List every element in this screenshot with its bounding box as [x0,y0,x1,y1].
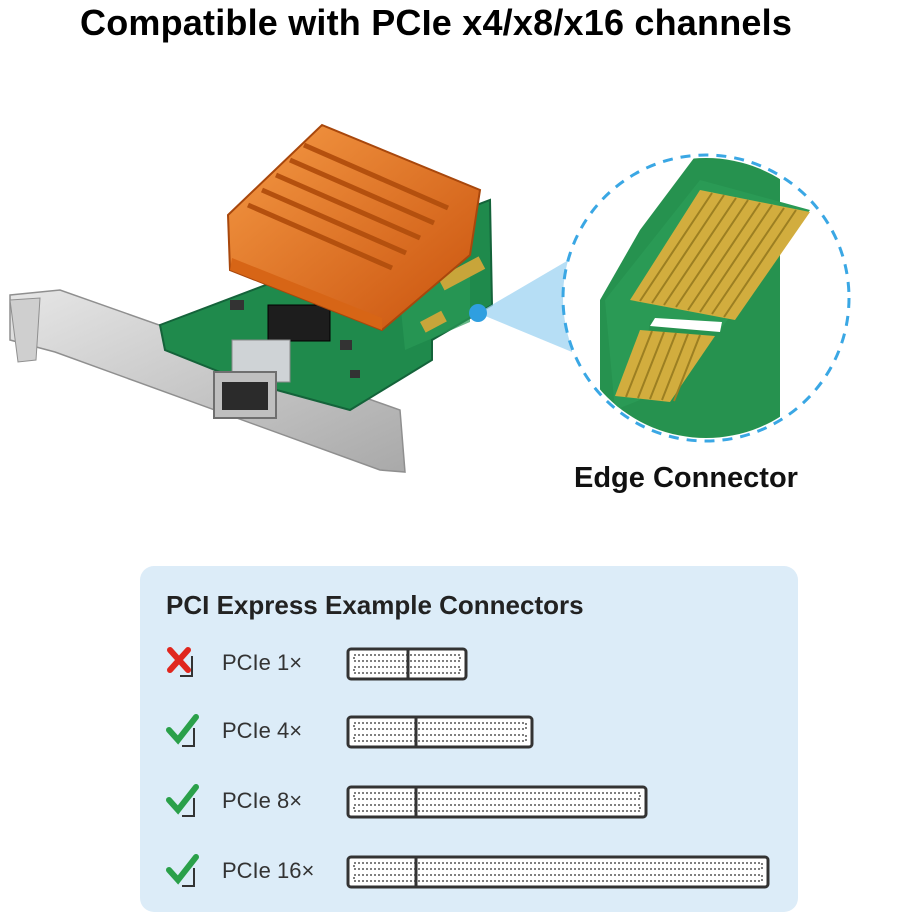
check-icon [166,784,199,817]
row-pcie-8x: PCIe 8× [140,780,798,824]
slot-16x [346,855,770,889]
headline: Compatible with PCIe x4/x8/x16 channels [80,2,793,43]
cross-icon [167,647,193,677]
row-pcie-1x: PCIe 1× [140,642,798,686]
edge-connector-label: Edge Connector [574,462,798,494]
panel-title: PCI Express Example Connectors [166,590,584,620]
row-label: PCIe 16× [222,858,315,883]
row-label: PCIe 8× [222,788,303,813]
check-icon [166,854,199,887]
slot-4x [346,715,534,749]
metal-bracket [9,289,406,473]
network-card-illustration [9,123,851,473]
callout-dot [469,304,487,322]
heatsink [226,123,482,332]
callout-beam [478,258,572,352]
slot-8x [346,785,648,819]
check-icon [166,714,199,747]
row-label: PCIe 4× [222,718,303,743]
row-label: PCIe 1× [222,650,303,675]
slot-1x [346,647,468,681]
connector-panel: PCI Express Example Connectors PCIe 1× P… [140,566,798,912]
rj45-port [213,339,291,419]
row-pcie-4x: PCIe 4× [140,710,798,754]
row-pcie-16x: PCIe 16× [140,850,798,894]
edge-connector-zoom [561,153,851,443]
